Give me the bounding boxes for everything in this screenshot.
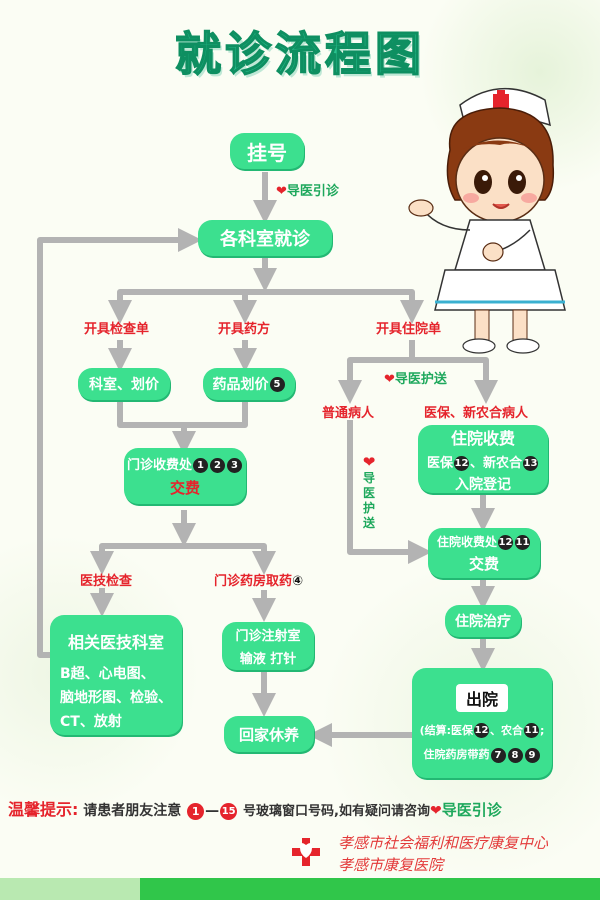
window-badge: 11 — [524, 723, 540, 738]
window-badge: 3 — [227, 458, 242, 473]
heart-icon: ❤ — [276, 184, 287, 199]
settlement-mid: 、农合 — [490, 723, 524, 737]
injection-room-label: 门诊注射室 — [235, 629, 301, 644]
window-badge: 9 — [524, 747, 540, 763]
guide-escort-label: ❤导医护送 — [384, 368, 447, 387]
window-badge: 12 — [454, 455, 469, 471]
admission-order-label: 开具住院单 — [376, 322, 442, 337]
window-badge: 8 — [507, 747, 523, 763]
insured-patient-label: 医保、新农合病人 — [424, 406, 529, 421]
guide-escort-vertical-label: ❤导医护送 — [360, 455, 378, 531]
guide-assist-label: ❤导医引诊 — [276, 180, 339, 199]
window-badge: 12 — [498, 534, 513, 550]
related-depts-item: 脑地形图、检验、 — [60, 690, 172, 706]
related-depts-item: B超、心电图、 — [60, 666, 155, 682]
inpatient-treatment-box: 住院治疗 — [445, 605, 521, 637]
related-depts-title: 相关医技科室 — [68, 633, 165, 652]
drug-pricing-label: 药品划价 — [212, 377, 269, 393]
discharge-title: 出院 — [455, 683, 508, 712]
window-badge: 5 — [269, 376, 285, 392]
tip-text1: 请患者朋友注意 — [83, 803, 182, 819]
window-badge: 1 — [193, 458, 208, 473]
injection-room-box: 门诊注射室 输液 打针 — [222, 622, 314, 670]
window-badge: 13 — [523, 455, 539, 471]
tip-head: 温馨提示 — [8, 800, 73, 819]
related-depts-item: CT、放射 — [60, 714, 122, 730]
settlement-prefix: (结算:医保 — [419, 723, 474, 737]
infusion-label: 输液 打针 — [239, 652, 297, 667]
go-home-box: 回家休养 — [224, 716, 314, 752]
guide-escort-text: 导医护送 — [394, 372, 447, 387]
departments-box: 各科室就诊 — [198, 220, 332, 256]
inpatient-fee-title: 住院收费 — [450, 428, 515, 448]
inpatient-cashier-label: 住院收费处 — [436, 534, 497, 549]
inpatient-pharmacy-label: 住院药房带药 — [423, 748, 490, 761]
guide-assist-text: 导医引诊 — [286, 184, 339, 199]
settlement-suffix: ; — [540, 723, 545, 737]
guide-escort-vertical-text: 导医护送 — [362, 471, 375, 530]
heart-icon: ❤ — [362, 453, 376, 471]
tip-dash: — — [205, 803, 220, 819]
insurance-label: 医保 — [426, 455, 453, 471]
pay-label: 交费 — [169, 479, 200, 497]
register-box: 挂号 — [230, 133, 304, 169]
ncms-label: 、新农合 — [470, 455, 523, 471]
admission-label: 入院登记 — [455, 476, 511, 493]
inpatient-pay-label: 交费 — [468, 554, 499, 573]
pharmacy-window-number: ④ — [292, 574, 304, 589]
footer-org1: 孝感市社会福利和医疗康复中心 — [338, 834, 549, 852]
tip-guide: 导医引诊 — [441, 801, 502, 819]
window-badge: 1 — [187, 802, 205, 820]
footer-org2: 孝感市康复医院 — [338, 856, 444, 874]
nurse-illustration — [408, 88, 566, 354]
tip-text2: 号玻璃窗口号码,如有疑问请咨询 — [243, 804, 430, 819]
window-badge: 11 — [515, 534, 530, 550]
prescription-label: 开具药方 — [218, 322, 271, 337]
heart-icon: ❤ — [384, 372, 395, 387]
general-patient-label: 普通病人 — [322, 406, 375, 421]
outpatient-cashier-label: 门诊收费处 — [126, 458, 192, 473]
window-badge: 2 — [210, 458, 225, 473]
pharmacy-label-text: 门诊药房取药 — [214, 574, 293, 589]
dept-pricing-box: 科室、划价 — [78, 368, 170, 400]
heart-icon: ❤ — [430, 803, 442, 819]
exam-order-label: 开具检查单 — [84, 322, 150, 337]
window-badge: 12 — [474, 723, 490, 738]
window-badge: 7 — [490, 747, 506, 763]
related-depts-box: 相关医技科室 B超、心电图、 脑地形图、检验、 CT、放射 — [50, 615, 182, 735]
page-title: 就诊流程图 — [174, 26, 425, 82]
pharmacy-label: 门诊药房取药④ — [214, 570, 303, 589]
bottom-bar-light — [0, 878, 140, 900]
tip-colon: : — [72, 800, 79, 819]
tip-line: 温馨提示: 请患者朋友注意 1—15 号玻璃窗口号码,如有疑问请咨询❤导医引诊 — [8, 796, 598, 820]
window-badge: 15 — [220, 802, 238, 820]
tech-exam-label: 医技检查 — [80, 574, 133, 589]
red-cross-icon — [292, 838, 320, 866]
bottom-bar-dark — [140, 878, 600, 900]
